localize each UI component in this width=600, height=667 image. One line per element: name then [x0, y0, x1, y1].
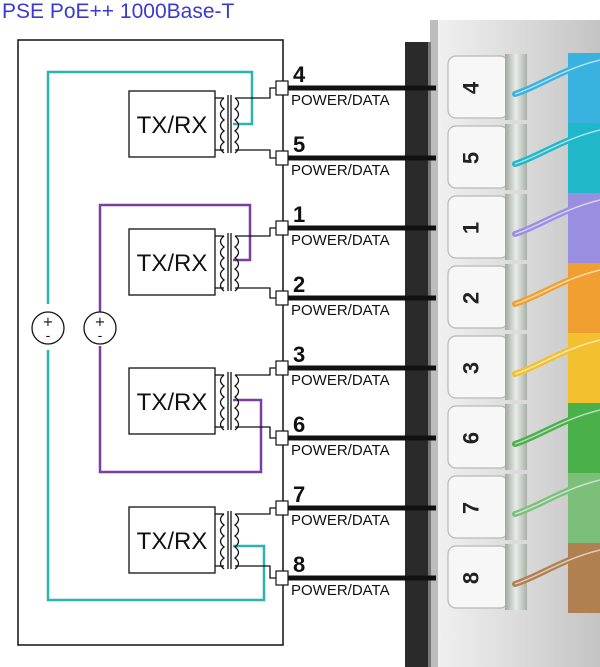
coil-winding — [219, 97, 226, 154]
jack-terminals — [447, 54, 527, 610]
coil-winding — [233, 97, 240, 154]
pin-connector-box — [275, 500, 289, 516]
txrx-label: TX/RX — [137, 528, 208, 555]
jack-terminal-blade — [505, 194, 527, 260]
txrx-label: TX/RX — [137, 112, 208, 139]
transceivers: TX/RX TX/RX TX/RX TX/RX — [128, 87, 276, 579]
punchdown-jack: 4 5 1 2 3 6 7 8 — [430, 20, 600, 667]
coil-winding — [219, 513, 226, 570]
pin-label: POWER/DATA — [291, 442, 390, 459]
supply-plus: + — [43, 315, 54, 330]
pin-label: POWER/DATA — [291, 232, 390, 249]
dc-supply-circle — [31, 311, 65, 345]
teal-loop-top — [46, 70, 254, 304]
pin-connector-box — [275, 220, 289, 236]
pin-label: POWER/DATA — [291, 302, 390, 319]
coil-winding — [219, 235, 226, 292]
jack-terminal-blade — [505, 404, 527, 470]
transformer-secondary-top — [235, 507, 276, 515]
supply-loops — [46, 70, 266, 602]
jack-wire-highlight — [514, 199, 600, 235]
pin-label: POWER/DATA — [291, 372, 390, 389]
supply-plus: + — [95, 315, 106, 330]
pin-connector-box — [275, 290, 289, 306]
pin-connector-box — [275, 430, 289, 446]
txrx-box — [128, 90, 216, 158]
pin-number: 8 — [293, 552, 305, 577]
pin-label: POWER/DATA — [291, 162, 390, 179]
pin-number: 3 — [293, 342, 305, 367]
jack-pin-number: 2 — [459, 292, 484, 304]
transformer-secondary-bottom — [235, 287, 276, 299]
txrx-box — [128, 367, 216, 435]
dc-supply-circle — [83, 311, 117, 345]
jack-wires — [512, 57, 600, 587]
transformer-secondary-top — [235, 367, 276, 376]
jack-pin-number: 5 — [459, 152, 484, 164]
txrx-label: TX/RX — [137, 250, 208, 277]
transformer-secondary-top — [235, 227, 276, 237]
coil-winding — [219, 374, 226, 431]
jack-wire-highlight — [514, 339, 600, 375]
pin-number: 6 — [293, 412, 305, 437]
coil-winding — [233, 235, 240, 292]
supply-minus: - — [46, 329, 51, 344]
transformer-secondary-bottom — [235, 565, 276, 579]
pin-label: POWER/DATA — [291, 582, 390, 599]
txrx-box — [128, 228, 216, 296]
jack-pin-number: 3 — [459, 362, 484, 374]
jack-terminal-blade — [505, 334, 527, 400]
pin-number: 4 — [293, 62, 306, 87]
jack-wire-highlight — [514, 549, 600, 585]
pin-connector-box — [275, 570, 289, 586]
cable-divider-bar — [405, 42, 431, 667]
jack-numbers: 4 5 1 2 3 6 7 8 — [459, 81, 484, 584]
jack-terminal-blade — [505, 54, 527, 120]
pin-label: POWER/DATA — [291, 512, 390, 529]
coil-winding — [233, 513, 240, 570]
pin-connector-box — [275, 150, 289, 166]
transformer-secondary-bottom — [235, 426, 276, 439]
pin-number: 1 — [293, 202, 305, 227]
diagram-title: PSE PoE++ 1000Base-T — [2, 0, 235, 23]
pin-number: 2 — [293, 272, 305, 297]
jack-terminal-blade — [505, 124, 527, 190]
power-supplies: +-+- — [31, 311, 117, 345]
jack-pin-number: 7 — [459, 502, 484, 514]
transformer-secondary-bottom — [235, 149, 276, 159]
jack-pin-number: 6 — [459, 432, 484, 444]
jack-pin-number: 1 — [459, 222, 484, 234]
jack-pin-number: 8 — [459, 572, 484, 584]
cable-divider-highlight — [428, 42, 431, 667]
jack-wire-highlight — [514, 409, 600, 445]
jack-wire-highlight — [514, 269, 600, 305]
jack-wire-highlight — [514, 479, 600, 515]
coil-winding — [233, 374, 240, 431]
txrx-label: TX/RX — [137, 389, 208, 416]
jack-terminal-blade — [505, 264, 527, 330]
jack-pin-number: 4 — [459, 81, 484, 94]
jack-terminal-blade — [505, 474, 527, 540]
jack-terminal-blade — [505, 544, 527, 610]
pin-connector-box — [275, 360, 289, 376]
pin-connections: 4POWER/DATA5POWER/DATA1POWER/DATA2POWER/… — [275, 62, 436, 599]
pin-number: 7 — [293, 482, 305, 507]
txrx-box — [128, 506, 216, 574]
purple-loop-bottom — [98, 346, 263, 474]
jack-edge-shadow — [430, 20, 438, 667]
transformer-secondary-top — [235, 87, 276, 99]
teal-loop-bottom — [46, 350, 266, 602]
pin-label: POWER/DATA — [291, 92, 390, 109]
pin-number: 5 — [293, 132, 305, 157]
purple-loop-top — [98, 203, 252, 312]
jack-wire-highlight — [514, 129, 600, 165]
wire-color-blocks — [568, 53, 600, 613]
supply-minus: - — [98, 329, 103, 344]
pin-connector-box — [275, 80, 289, 96]
jack-wire-highlight — [514, 59, 600, 95]
